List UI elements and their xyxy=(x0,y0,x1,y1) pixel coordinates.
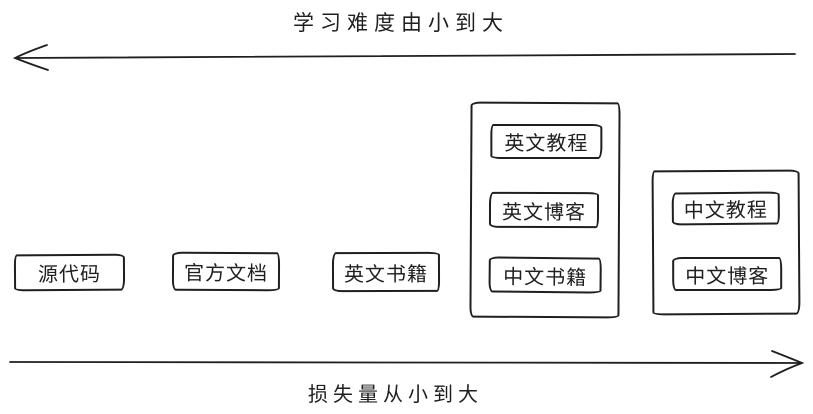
box-english-blog: 英文博客 xyxy=(488,191,600,229)
group-box-left: 英文教程 英文博客 中文书籍 xyxy=(469,101,621,319)
box-label: 中文博客 xyxy=(685,263,770,288)
box-chinese-book: 中文书籍 xyxy=(488,256,602,294)
loss-arrow-right xyxy=(9,350,805,378)
box-chinese-tutorial: 中文教程 xyxy=(671,191,780,226)
box-label: 源代码 xyxy=(37,261,102,287)
box-source-code: 源代码 xyxy=(13,253,126,292)
box-english-books: 英文书籍 xyxy=(331,251,441,293)
box-label: 中文教程 xyxy=(683,197,768,223)
top-axis-label: 学习难度由小到大 xyxy=(293,11,509,35)
box-official-docs: 官方文档 xyxy=(171,251,281,292)
bottom-axis-label: 损失量从小到大 xyxy=(308,382,483,406)
box-label: 英文教程 xyxy=(504,130,589,156)
difficulty-arrow-left xyxy=(12,44,796,71)
box-label: 官方文档 xyxy=(183,260,269,286)
box-chinese-blog: 中文博客 xyxy=(672,256,783,292)
box-english-tutorial: 英文教程 xyxy=(490,123,603,160)
box-label: 中文书籍 xyxy=(503,264,588,289)
box-label: 英文书籍 xyxy=(343,261,429,286)
group-box-right: 中文教程 中文博客 xyxy=(651,169,801,316)
box-label: 英文博客 xyxy=(501,199,587,224)
